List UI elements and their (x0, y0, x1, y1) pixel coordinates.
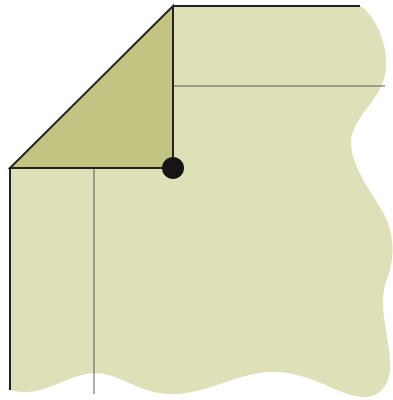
paper-sheet (10, 6, 393, 397)
fold-pivot-dot (162, 157, 184, 179)
folded-corner-triangle (10, 6, 173, 168)
